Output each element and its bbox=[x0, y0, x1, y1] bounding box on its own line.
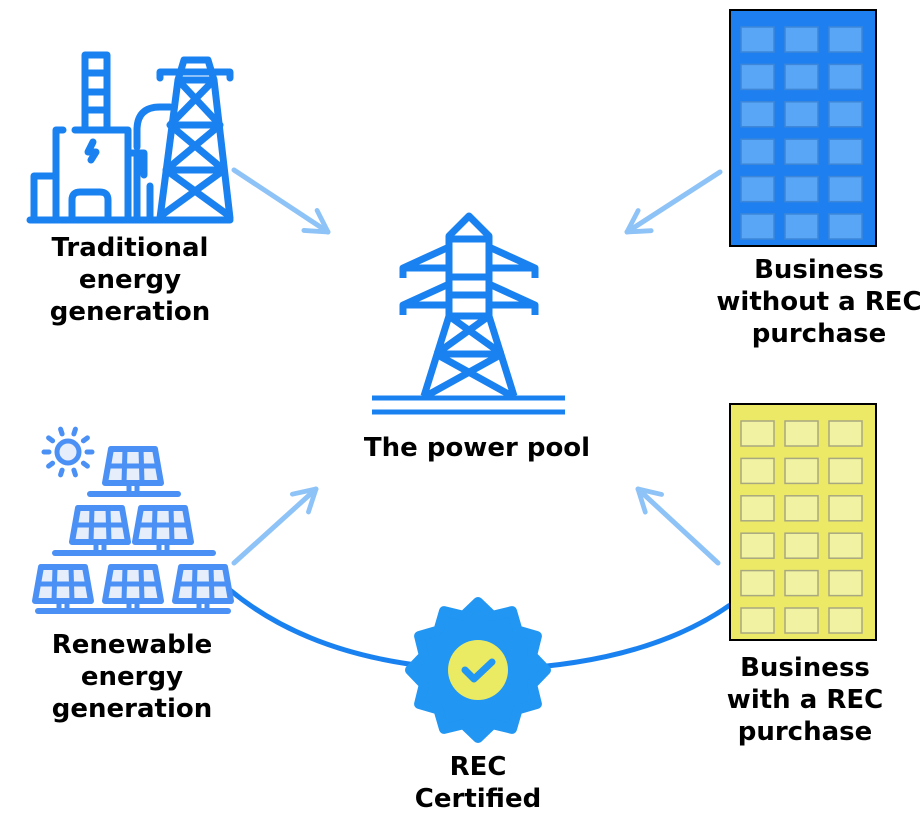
building-window bbox=[784, 101, 819, 128]
building-icon-no-rec bbox=[729, 9, 877, 247]
power-plant-icon bbox=[26, 51, 234, 224]
certified-badge-icon bbox=[405, 597, 551, 743]
building-window bbox=[740, 101, 775, 128]
building-window bbox=[740, 26, 775, 53]
building-icon-rec bbox=[729, 403, 877, 641]
label-renewable: Renewable energy generation bbox=[52, 629, 213, 725]
sun-ray bbox=[71, 467, 78, 478]
label-business-rec: Business with a REC purchase bbox=[727, 652, 883, 748]
building-window bbox=[740, 213, 775, 240]
building-window bbox=[784, 138, 819, 165]
sun-ray bbox=[46, 460, 56, 469]
building-window bbox=[828, 101, 863, 128]
label-traditional: Traditional energy generation bbox=[50, 232, 210, 328]
building-window bbox=[828, 569, 863, 597]
building-window bbox=[784, 607, 819, 634]
building-window bbox=[828, 175, 863, 203]
label-line: generation bbox=[51, 694, 213, 724]
label-power-pool: The power pool bbox=[363, 433, 591, 463]
building-window bbox=[828, 420, 863, 447]
label-line: Renewable bbox=[51, 630, 213, 660]
building-window bbox=[740, 495, 775, 522]
building-window bbox=[828, 213, 863, 240]
sun-ray bbox=[46, 435, 56, 444]
label-rec-certified: REC Certified bbox=[415, 751, 541, 815]
building-window bbox=[828, 607, 863, 634]
solar-panel-grid bbox=[38, 566, 88, 611]
building-window bbox=[828, 532, 863, 559]
solar-panel-grid bbox=[178, 566, 228, 611]
checkmark-icon bbox=[461, 658, 496, 683]
building-window bbox=[784, 213, 819, 240]
building-window bbox=[828, 495, 863, 522]
transmission-tower-icon bbox=[372, 212, 565, 415]
label-line: REC bbox=[449, 752, 507, 782]
building-window bbox=[740, 138, 775, 165]
label-line: purchase bbox=[737, 717, 873, 747]
arrow-pool-to-business-no-rec bbox=[624, 169, 723, 235]
building-window bbox=[784, 569, 819, 597]
building-window bbox=[740, 420, 775, 447]
building-window bbox=[828, 457, 863, 485]
solar-panels-icon bbox=[32, 426, 234, 614]
building-window bbox=[784, 63, 819, 91]
label-line: Business bbox=[754, 255, 884, 285]
building-window bbox=[740, 532, 775, 559]
solar-panel-grid bbox=[75, 507, 125, 552]
sun-ray bbox=[58, 426, 65, 437]
building-window bbox=[784, 495, 819, 522]
solar-panel-grid bbox=[108, 566, 158, 611]
label-line: Business bbox=[740, 653, 870, 683]
label-line: energy bbox=[78, 265, 182, 295]
building-window bbox=[784, 532, 819, 559]
solar-panel-grid bbox=[138, 507, 188, 552]
sun-ray bbox=[80, 435, 90, 444]
building-window bbox=[784, 175, 819, 203]
label-line: generation bbox=[49, 297, 211, 327]
label-business-no-rec: Business without a REC purchase bbox=[716, 254, 921, 350]
sun-ray bbox=[58, 467, 65, 478]
sun-ray bbox=[80, 460, 90, 469]
label-line: purchase bbox=[751, 319, 887, 349]
building-window bbox=[740, 175, 775, 203]
building-window bbox=[784, 420, 819, 447]
building-window bbox=[828, 26, 863, 53]
building-window bbox=[784, 457, 819, 485]
solar-panel-grid bbox=[108, 448, 158, 493]
sun-ray bbox=[71, 426, 78, 437]
building-window bbox=[740, 63, 775, 91]
label-line: with a REC bbox=[726, 685, 884, 715]
label-line: Traditional bbox=[51, 233, 209, 263]
building-window bbox=[828, 63, 863, 91]
building-window bbox=[740, 569, 775, 597]
sun-icon bbox=[54, 438, 82, 466]
label-line: Certified bbox=[414, 784, 542, 814]
label-line: without a REC bbox=[716, 287, 922, 317]
label-line: energy bbox=[80, 662, 184, 692]
arrow-traditional-to-pool bbox=[231, 167, 331, 235]
building-window bbox=[828, 138, 863, 165]
arrow-pool-to-business-rec bbox=[635, 486, 721, 566]
arrow-renewable-to-pool bbox=[231, 486, 319, 566]
building-window bbox=[740, 607, 775, 634]
building-window bbox=[740, 457, 775, 485]
building-window bbox=[784, 26, 819, 53]
